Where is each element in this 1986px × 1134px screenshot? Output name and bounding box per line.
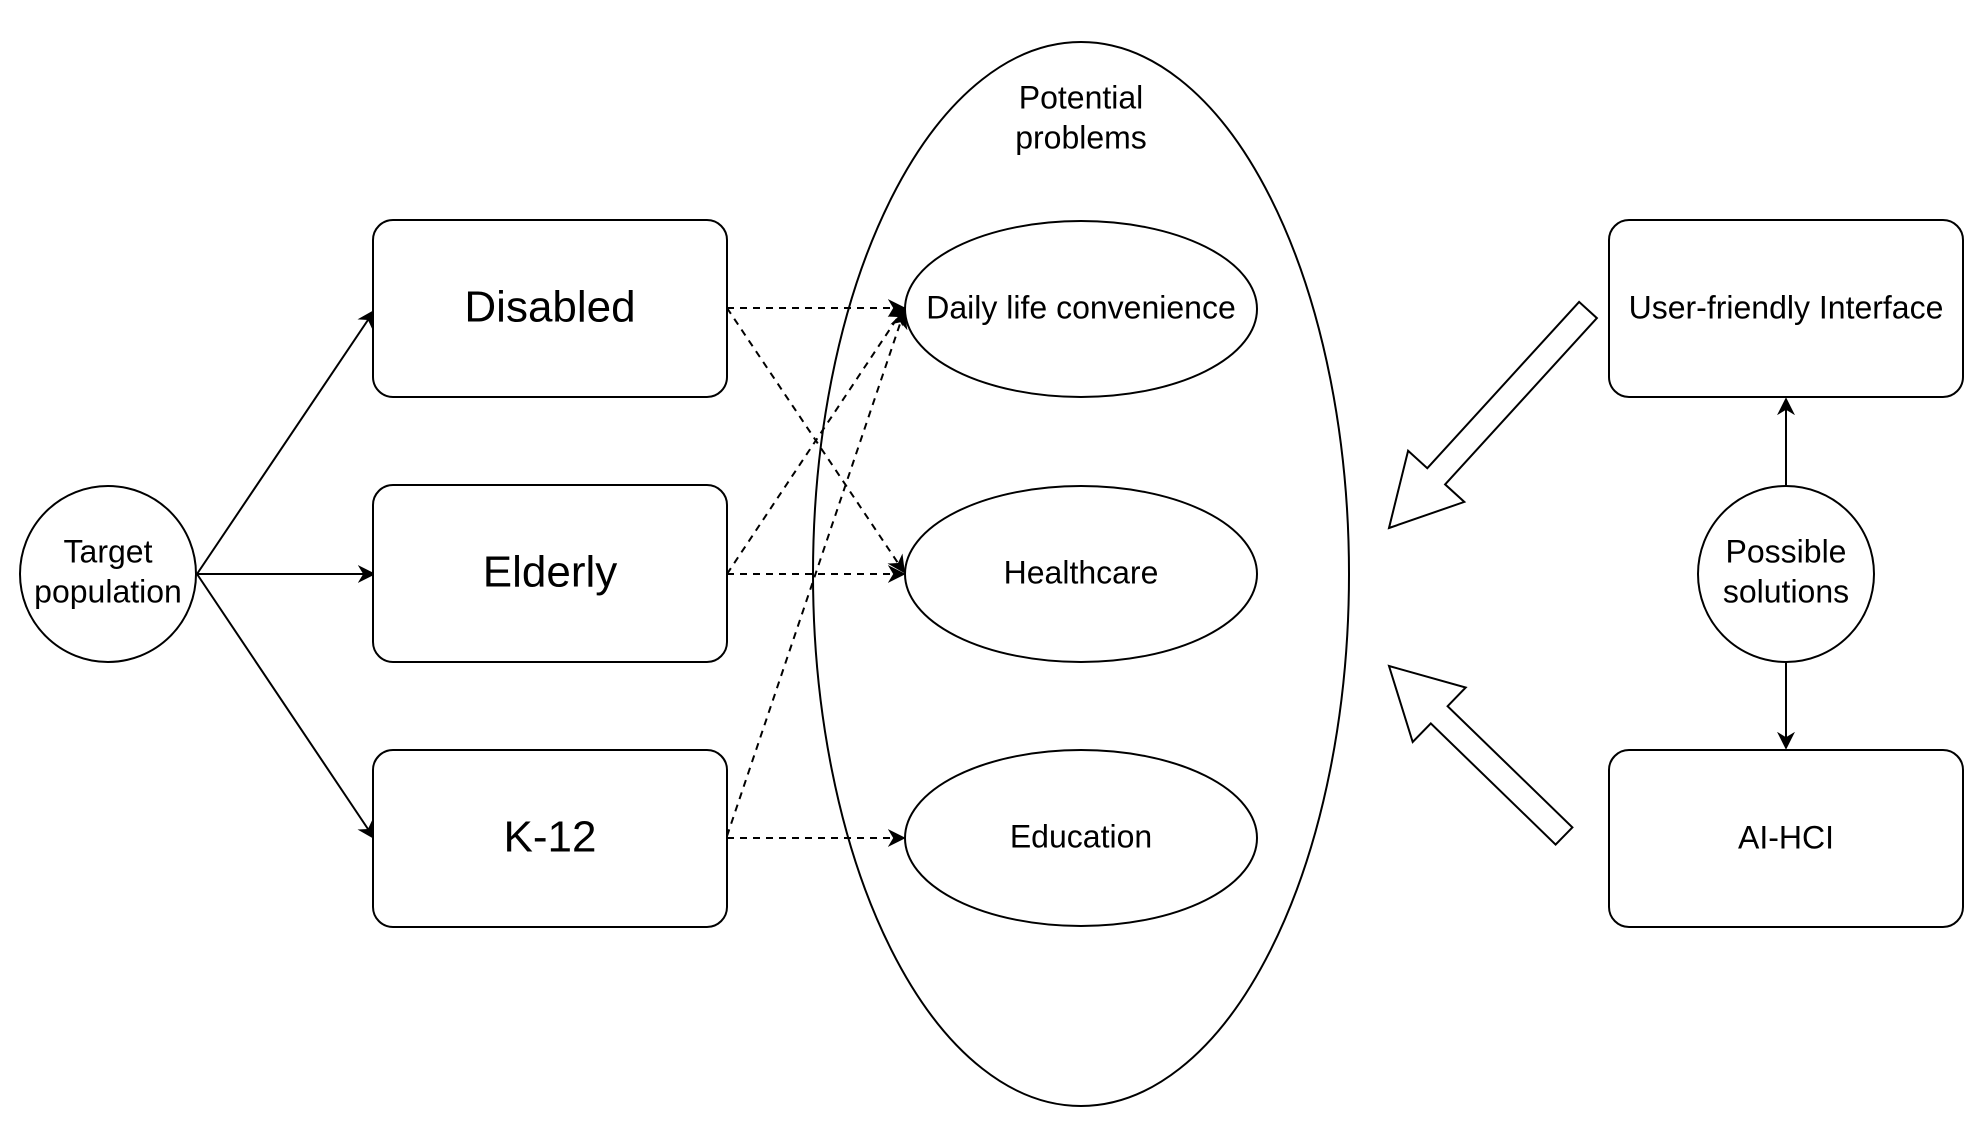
target-population-node: Target population: [19, 485, 197, 663]
k12-label: K-12: [504, 813, 597, 862]
user-friendly-interface-node: User-friendly Interface: [1608, 219, 1964, 398]
daily-life-node: Daily life convenience: [904, 220, 1258, 398]
healthcare-label: Healthcare: [1004, 554, 1159, 590]
elderly-label: Elderly: [483, 548, 618, 597]
ai-hci-label: AI-HCI: [1738, 819, 1834, 855]
block-arrow-aihci-to-problems: [1387, 664, 1574, 847]
edge-target-to-disabled: [196, 309, 376, 575]
education-node: Education: [904, 749, 1258, 927]
user-friendly-interface-label: User-friendly Interface: [1629, 289, 1944, 325]
potential-problems-label-line1: Potential: [1019, 79, 1144, 115]
edge-target-to-k12: [196, 573, 376, 840]
target-population-label-line1: Target: [64, 533, 153, 569]
edge-k12-to-daily-life: [726, 310, 908, 837]
possible-solutions-node: Possible solutions: [1697, 485, 1875, 663]
daily-life-label: Daily life convenience: [926, 289, 1236, 325]
disabled-label: Disabled: [464, 283, 635, 332]
disabled-node: Disabled: [372, 219, 728, 398]
block-arrow-ui-to-problems: [1387, 300, 1599, 530]
elderly-node: Elderly: [372, 484, 728, 663]
possible-solutions-label-line1: Possible: [1726, 533, 1847, 569]
potential-problems-label-line2: problems: [1015, 119, 1147, 155]
connectors: [196, 299, 1795, 847]
ai-hci-node: AI-HCI: [1608, 749, 1964, 928]
edge-elderly-to-daily-life: [726, 306, 905, 575]
k12-node: K-12: [372, 749, 728, 928]
target-population-label-line2: population: [34, 573, 182, 609]
healthcare-node: Healthcare: [904, 485, 1258, 663]
possible-solutions-label-line2: solutions: [1723, 573, 1849, 609]
education-label: Education: [1010, 818, 1152, 854]
